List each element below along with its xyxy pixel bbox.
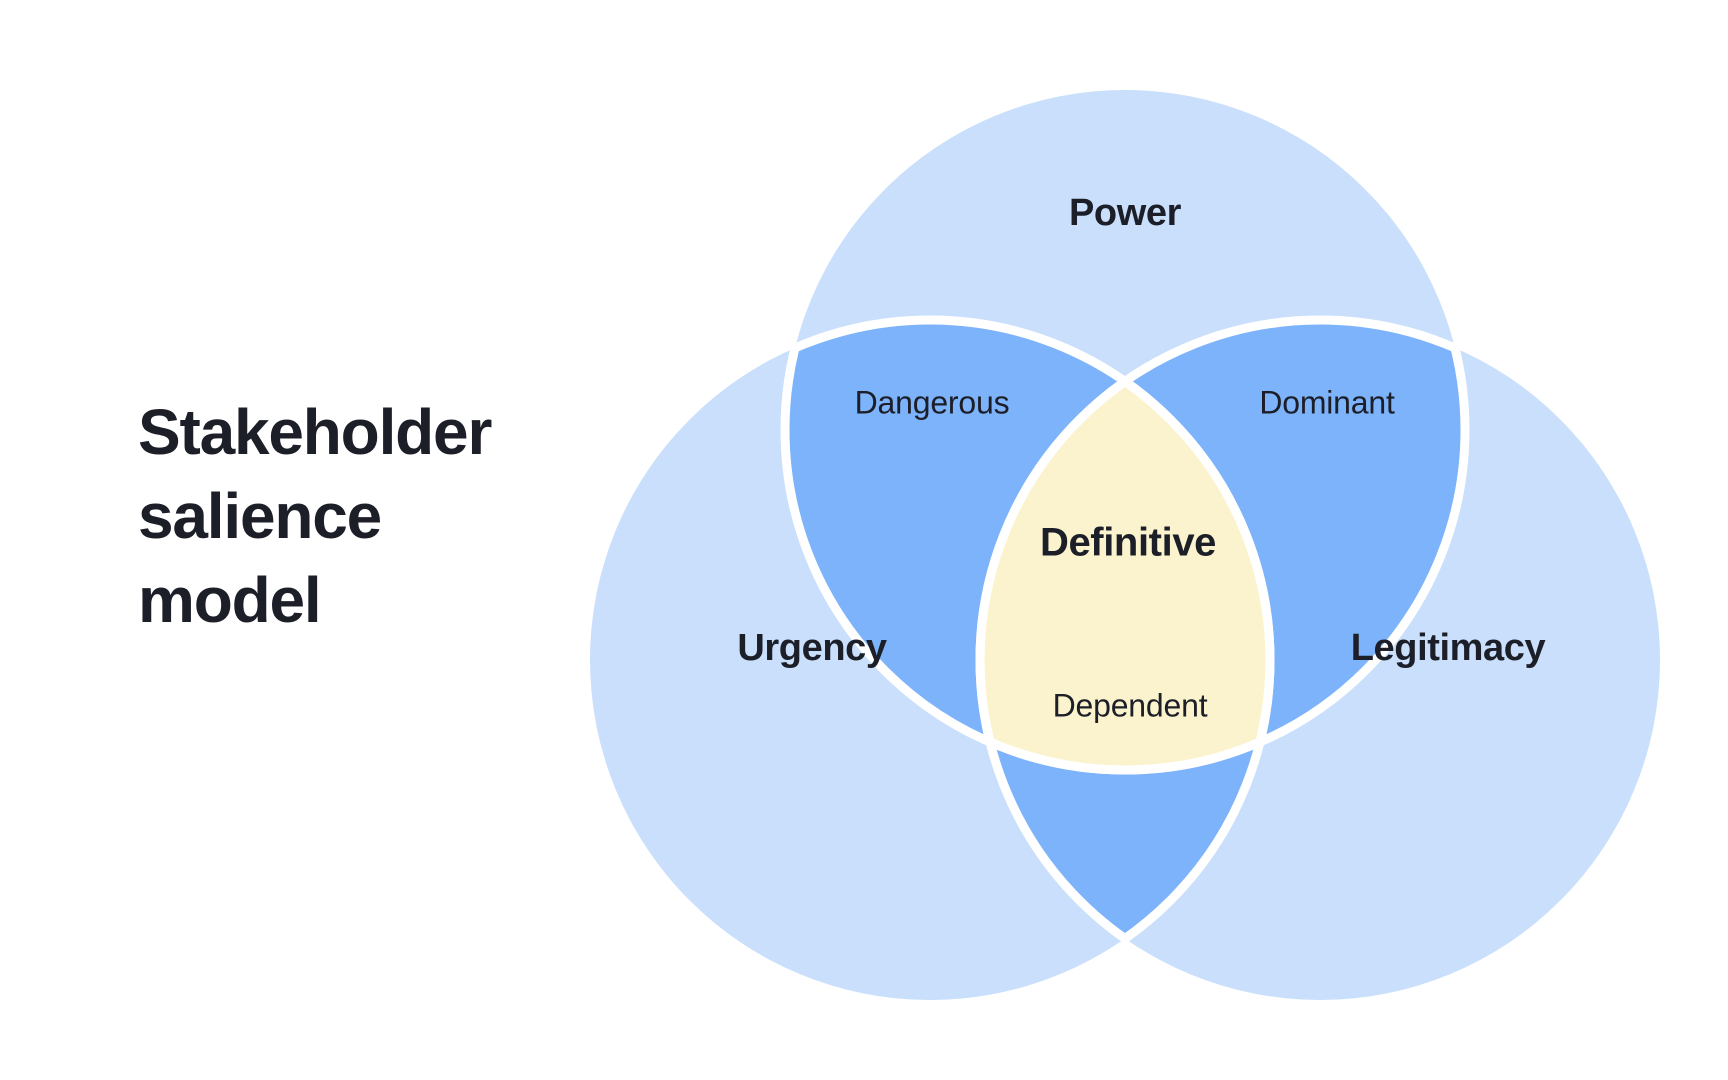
- venn-label-dangerous: Dangerous: [855, 384, 1010, 420]
- venn-label-definitive: Definitive: [1040, 521, 1216, 565]
- overlap-definitive-region[interactable]: [980, 320, 1660, 1000]
- title-line-2: salience: [138, 480, 382, 552]
- venn-label-dominant: Dominant: [1259, 384, 1395, 420]
- page-title: Stakeholder salience model: [138, 390, 658, 642]
- title-line-3: model: [138, 564, 322, 636]
- venn-label-dependent: Dependent: [1053, 687, 1208, 723]
- venn-label-legitimacy: Legitimacy: [1351, 627, 1546, 669]
- venn-label-urgency: Urgency: [737, 627, 887, 669]
- title-line-1: Stakeholder: [138, 396, 492, 468]
- venn-label-power: Power: [1069, 192, 1182, 234]
- venn-separators: [780, 315, 1470, 1000]
